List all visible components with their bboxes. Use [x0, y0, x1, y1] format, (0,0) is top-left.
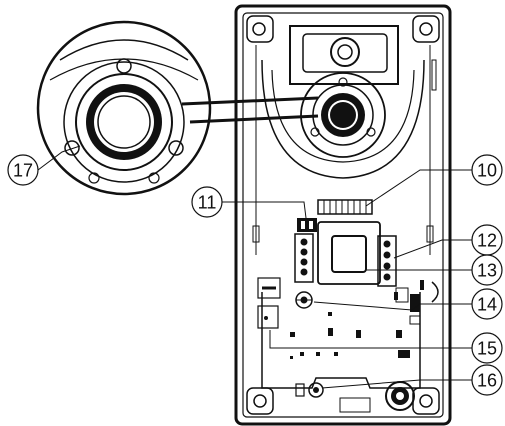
corner-lug-bottom-left: [246, 387, 274, 415]
svg-text:17: 17: [13, 161, 33, 181]
svg-text:11: 11: [198, 193, 217, 213]
svg-text:10: 10: [477, 161, 497, 181]
push-button-16: [295, 382, 324, 398]
svg-text:12: 12: [477, 231, 497, 251]
svg-text:13: 13: [477, 261, 497, 281]
circuit-board: [257, 199, 439, 413]
leader-11: [222, 201, 307, 219]
leader-14: [313, 301, 472, 311]
corner-lug-bottom-right: [412, 387, 440, 415]
housing: [234, 4, 452, 426]
svg-text:16: 16: [477, 371, 497, 391]
push-button-14: [295, 291, 313, 309]
callout-11: 11: [191, 186, 223, 218]
corner-lug-top-left: [246, 15, 274, 43]
callout-10: 10: [471, 154, 503, 186]
leader-17: [37, 145, 81, 171]
callout-16: 16: [471, 364, 503, 396]
lens-magnified-detail: [36, 20, 319, 196]
svg-text:15: 15: [477, 339, 497, 359]
camera-module: [261, 25, 425, 179]
leader-10: [365, 169, 472, 207]
leader-15: [269, 330, 472, 349]
svg-text:14: 14: [477, 295, 497, 315]
callout-17: 17: [7, 154, 39, 186]
callout-14: 14: [471, 288, 503, 320]
leader-12: [393, 239, 472, 259]
leader-16: [321, 379, 472, 389]
callout-15: 15: [471, 332, 503, 364]
corner-lug-top-right: [412, 15, 440, 43]
leader-lines: [37, 145, 472, 389]
callout-12: 12: [471, 224, 503, 256]
callout-13: 13: [471, 254, 503, 286]
